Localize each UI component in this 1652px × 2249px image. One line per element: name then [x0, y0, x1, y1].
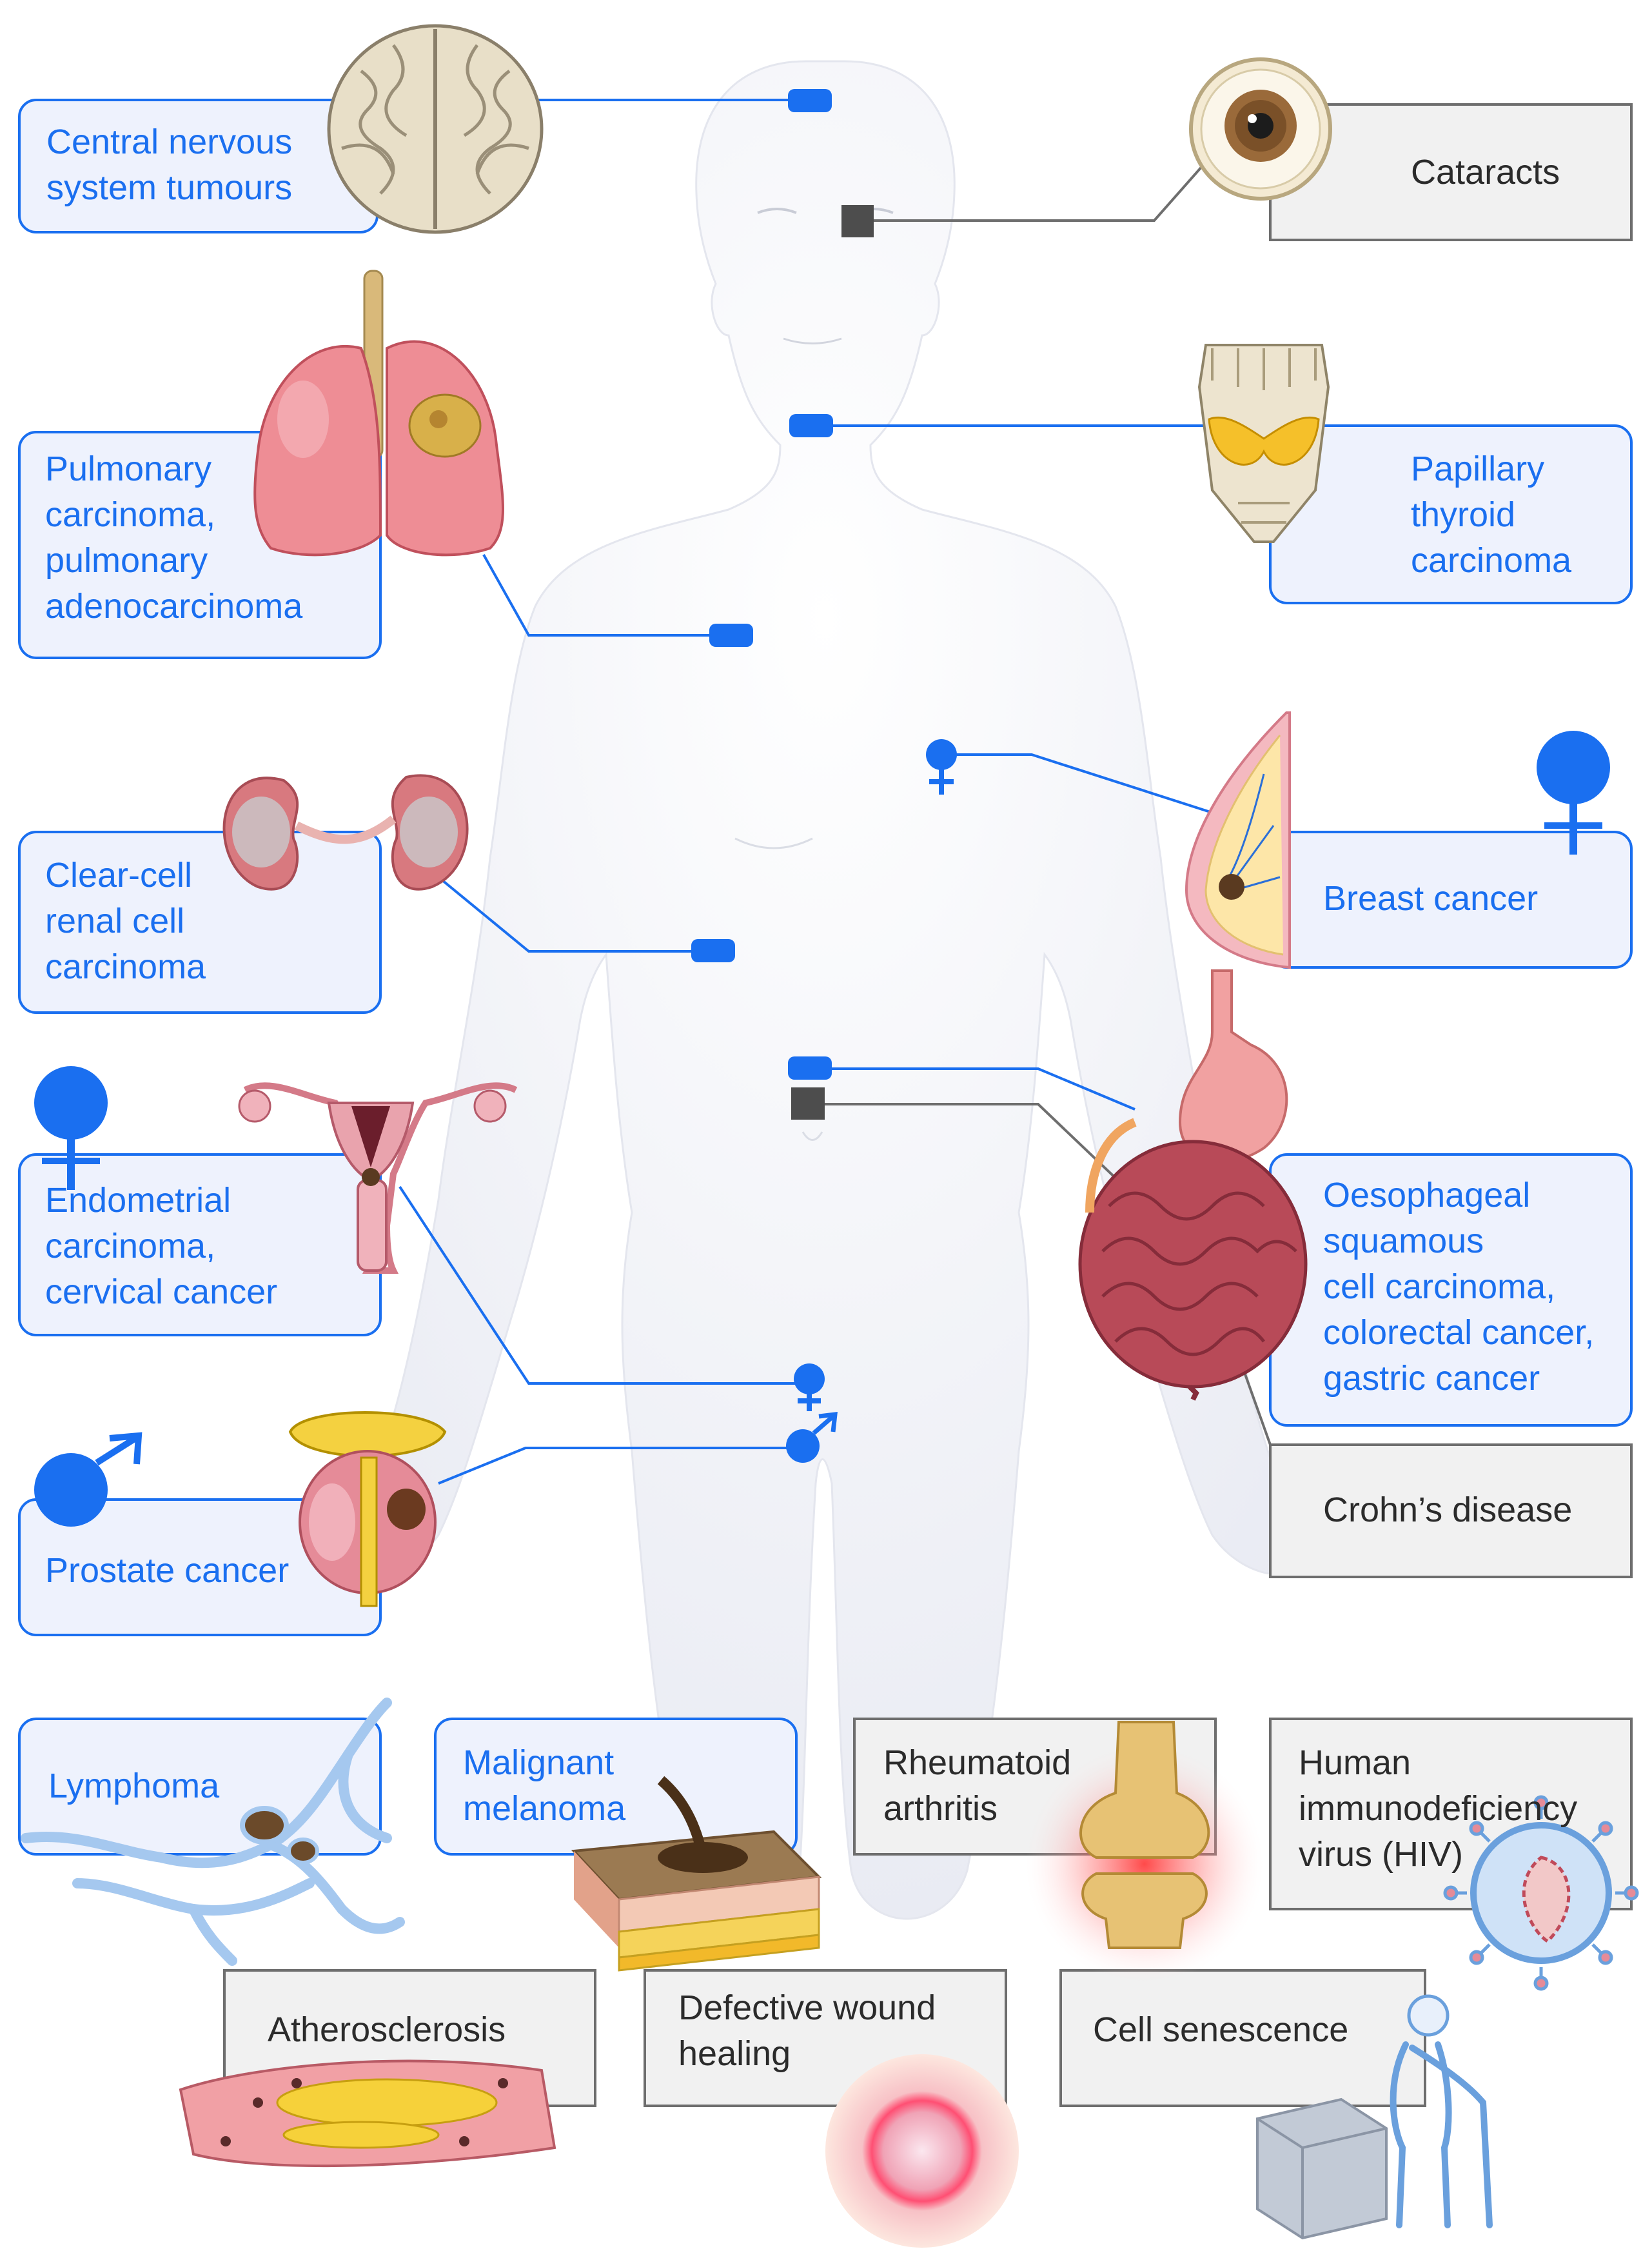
crohns-label: Crohn’s disease: [1323, 1487, 1572, 1533]
label-line: virus (HIV): [1299, 1835, 1463, 1874]
label-line: thyroid: [1411, 495, 1516, 534]
knee-joint-icon: [1025, 1721, 1264, 1983]
label-line: cervical cancer: [45, 1273, 278, 1311]
marker-kidney: [691, 939, 735, 962]
label-line: Pulmonary: [45, 450, 212, 488]
rheumatoid-label: Rheumatoid arthritis: [883, 1740, 1071, 1832]
connector-prostate: [438, 1447, 803, 1485]
thyroid-icon: [1197, 344, 1330, 543]
lymphatic-vessels-icon: [21, 1698, 405, 1966]
female-symbol-icon: [1537, 731, 1610, 855]
prostate-icon: [288, 1411, 447, 1607]
cataracts-label: Cataracts: [1411, 150, 1560, 195]
male-symbol-icon: [786, 1411, 838, 1463]
renal-label: Clear-cell renal cell carcinoma: [45, 853, 206, 990]
senescence-box: [1059, 1969, 1426, 2107]
label-line: carcinoma: [45, 947, 206, 986]
prostate-label: Prostate cancer: [45, 1548, 289, 1594]
label-line: Papillary: [1411, 450, 1545, 488]
marker-brain: [788, 89, 832, 112]
label-line: healing: [678, 2034, 791, 2073]
label-line: Rheumatoid: [883, 1743, 1072, 1782]
label-line: Oesophageal: [1323, 1176, 1531, 1214]
label-line: renal cell: [45, 902, 185, 940]
label-line: colorectal cancer,: [1323, 1313, 1595, 1352]
male-symbol-icon: [34, 1432, 143, 1527]
label-line: cell carcinoma,: [1323, 1267, 1556, 1306]
label-line: Malignant: [463, 1743, 615, 1782]
connector-renal: [437, 876, 713, 953]
female-symbol-icon: [926, 739, 957, 795]
marker-thyroid: [789, 414, 833, 437]
crohns-box: [1269, 1443, 1633, 1578]
senescence-label: Cell senescence: [1093, 2007, 1348, 2053]
lymphoma-label: Lymphoma: [48, 1763, 219, 1809]
label-line: Breast cancer: [1323, 879, 1539, 918]
breast-label: Breast cancer: [1323, 876, 1538, 922]
label-line: Clear-cell: [45, 856, 193, 895]
eye-icon: [1189, 57, 1332, 201]
connector-lines: [377, 99, 1272, 1485]
wound-label: Defective wound healing: [678, 1985, 936, 2077]
connector-breast: [941, 753, 1213, 814]
label-line: adenocarcinoma: [45, 587, 303, 626]
connector-endometrial: [398, 1185, 803, 1385]
gi-label: Oesophageal squamous cell carcinoma, col…: [1323, 1173, 1594, 1402]
brain-icon: [327, 24, 544, 234]
connector-pulmonary: [482, 554, 729, 637]
hiv-virus-icon: [1443, 1795, 1639, 1991]
connector-cataracts: [858, 154, 1214, 222]
uterus-icon: [238, 1082, 518, 1274]
label-line: squamous: [1323, 1222, 1484, 1260]
label-line: pulmonary: [45, 541, 208, 580]
marker-gi: [788, 1056, 832, 1080]
label-line: Defective wound: [678, 1988, 936, 2027]
label-line: carcinoma,: [45, 1227, 216, 1265]
thyroid-label: Papillary thyroid carcinoma: [1411, 446, 1571, 584]
artery-plaque-icon: [179, 2059, 556, 2168]
label-line: Cataracts: [1411, 153, 1560, 192]
label-line: Lymphoma: [48, 1767, 220, 1805]
label-line: carcinoma,: [45, 495, 216, 534]
label-line: Atherosclerosis: [268, 2010, 506, 2049]
body-markers: [691, 89, 957, 1463]
lungs-icon: [253, 270, 504, 557]
elderly-cell-icon: [1256, 1994, 1493, 2240]
melanoma-label: Malignant melanoma: [463, 1740, 625, 1832]
marker-lung: [709, 624, 753, 647]
label-line: Cell senescence: [1093, 2010, 1349, 2049]
label-line: immunodeficiency: [1299, 1789, 1578, 1828]
label-line: Endometrial: [45, 1181, 231, 1220]
label-line: melanoma: [463, 1789, 626, 1828]
label-line: Human: [1299, 1743, 1411, 1782]
label-line: Central nervous: [46, 123, 293, 161]
kidneys-icon: [222, 774, 469, 891]
pulmonary-label: Pulmonary carcinoma, pulmonary adenocarc…: [45, 446, 302, 629]
label-line: carcinoma: [1411, 541, 1572, 580]
cns-label: Central nervous system tumours: [46, 119, 292, 211]
female-symbol-icon: [794, 1363, 825, 1411]
atherosclerosis-label: Atherosclerosis: [268, 2007, 506, 2053]
label-line: Prostate cancer: [45, 1551, 290, 1590]
wound-icon: [825, 2054, 1019, 2248]
digestive-tract-icon: [1078, 969, 1308, 1401]
label-line: arthritis: [883, 1789, 998, 1828]
skin-section-icon: [571, 1776, 822, 1972]
hiv-label: Human immunodeficiency virus (HIV): [1299, 1740, 1577, 1877]
marker-gut: [791, 1087, 825, 1120]
human-body-silhouette: [344, 60, 1307, 1920]
endometrial-label: Endometrial carcinoma, cervical cancer: [45, 1178, 277, 1315]
label-line: system tumours: [46, 168, 293, 207]
female-symbol-icon: [34, 1066, 108, 1190]
marker-eye: [841, 205, 874, 237]
lymphoma-box: [18, 1718, 382, 1856]
label-line: Crohn’s disease: [1323, 1491, 1573, 1529]
label-line: gastric cancer: [1323, 1359, 1540, 1398]
connector-gi: [809, 1067, 1136, 1111]
breast-icon: [1185, 711, 1291, 969]
